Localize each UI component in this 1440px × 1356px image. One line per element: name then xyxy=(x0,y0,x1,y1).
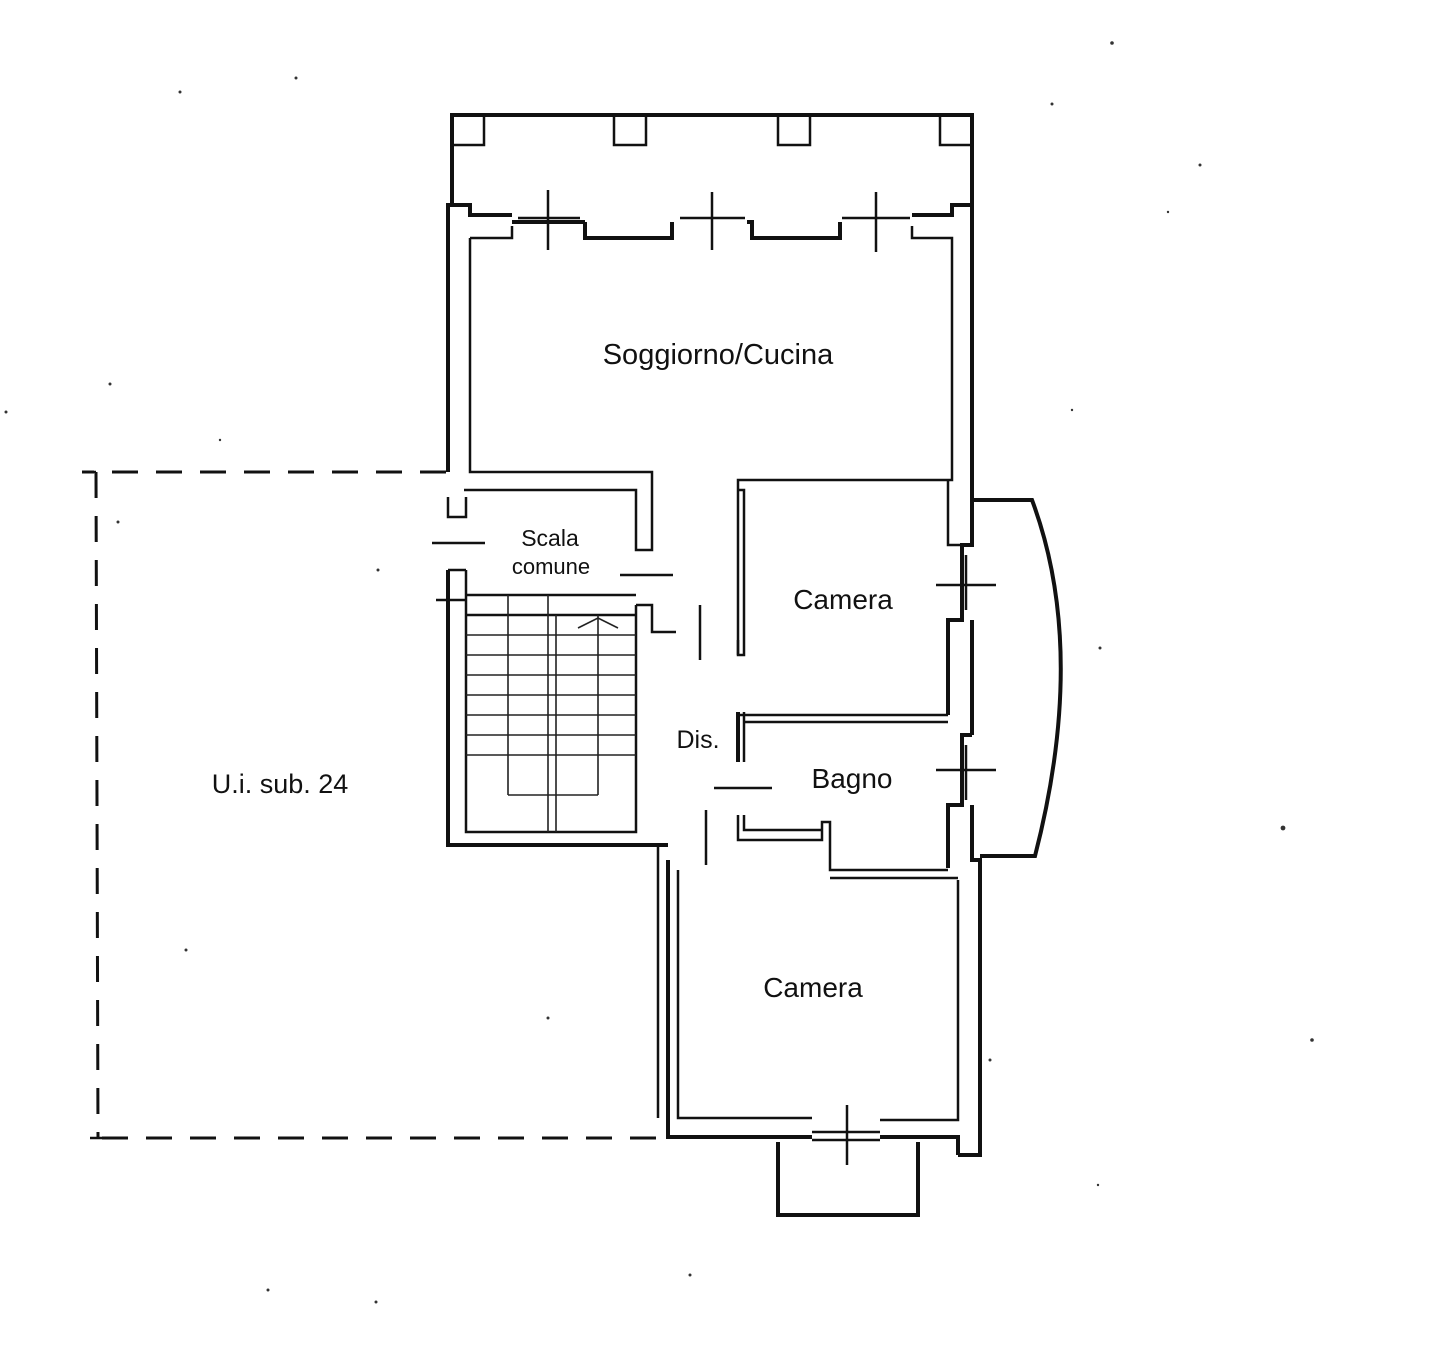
room-label-bathroom: Bagno xyxy=(812,763,893,794)
scan-noise xyxy=(4,41,1314,1304)
room-label-adjacent-unit: U.i. sub. 24 xyxy=(212,769,349,799)
room-label-bedroom-upper: Camera xyxy=(793,584,893,615)
top-terrace xyxy=(450,113,974,205)
curved-balcony xyxy=(972,498,1063,858)
room-label-hallway: Dis. xyxy=(676,726,719,754)
adjacent-unit-boundary xyxy=(82,470,668,1140)
common-stair xyxy=(432,497,676,847)
room-label-living-kitchen: Soggiorno/Cucina xyxy=(603,339,834,371)
exterior-walls xyxy=(446,203,982,1157)
windows xyxy=(518,190,996,1165)
room-label-stair: Scala xyxy=(521,525,579,551)
room-label-stair-line2: comune xyxy=(512,554,590,579)
interior-walls xyxy=(656,488,958,1118)
room-label-bedroom-lower: Camera xyxy=(763,972,863,1003)
south-balcony xyxy=(776,1142,920,1217)
